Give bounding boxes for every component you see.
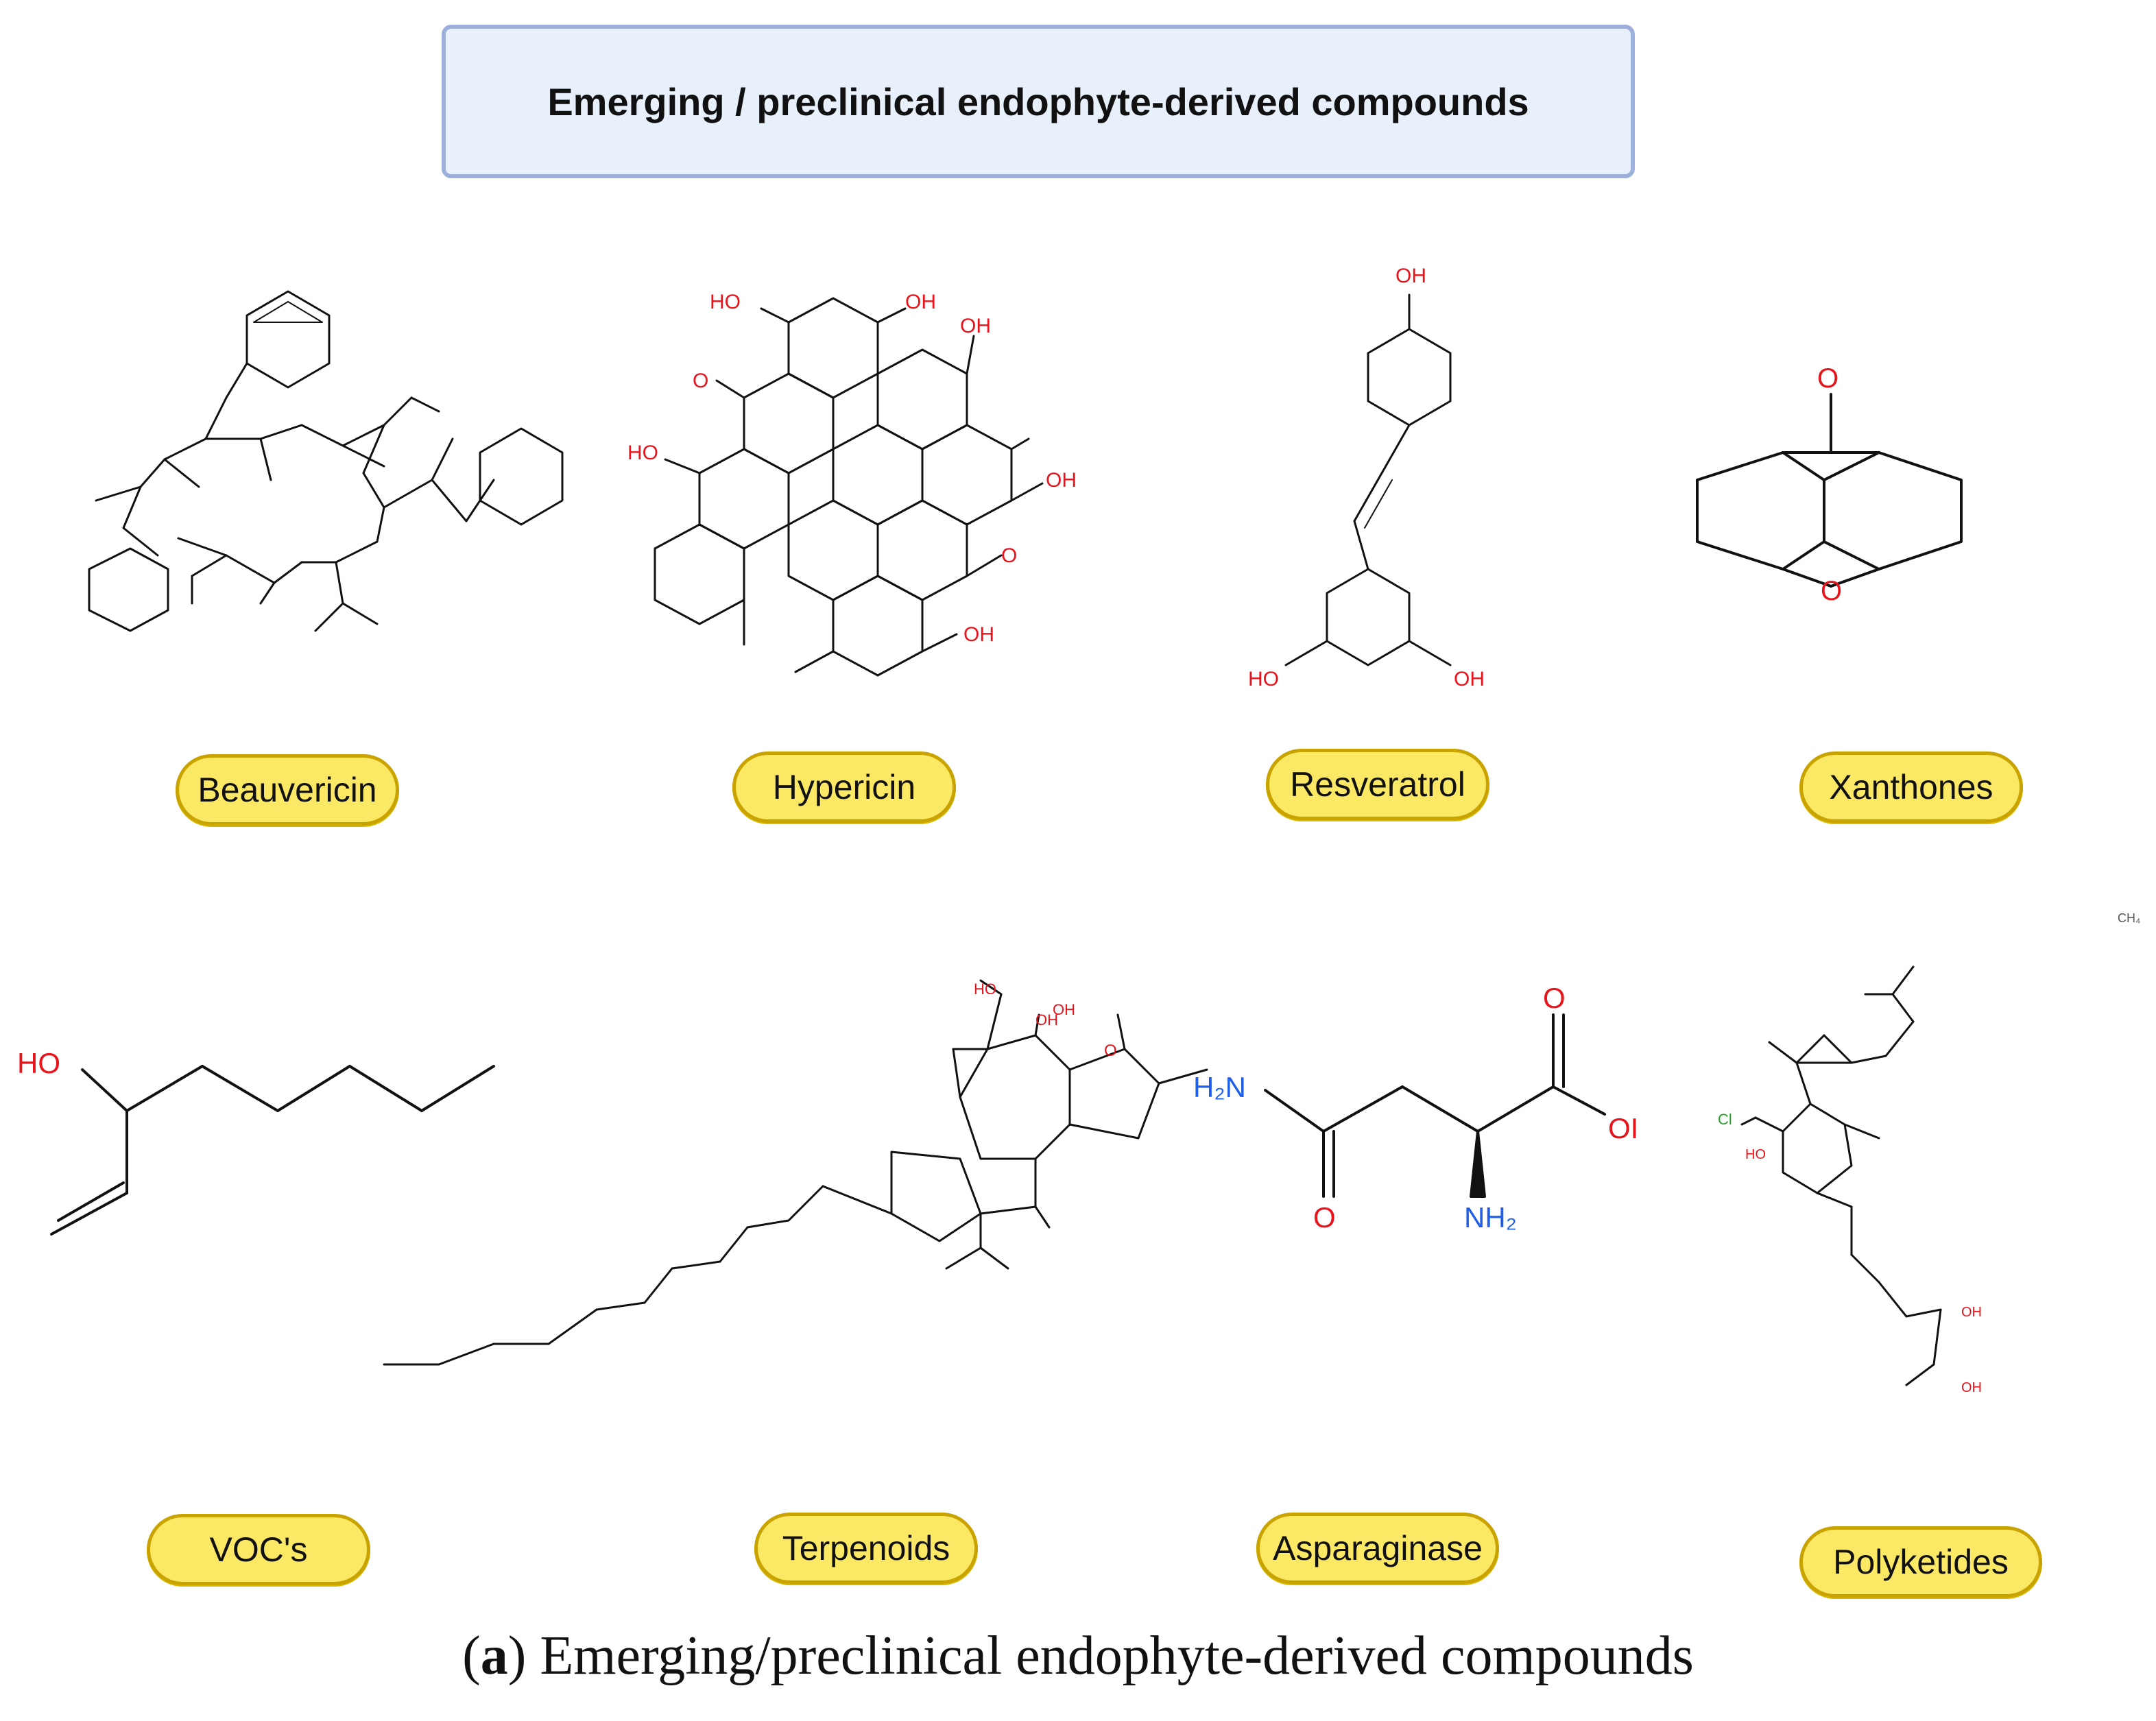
atom-label: OH [1046,469,1077,492]
compound-label-resveratrol: Resveratrol [1266,749,1489,820]
atom-label: HO [1248,668,1279,690]
atom-label: CH₄ [2118,911,2140,925]
atom-label: OH [1961,1305,1982,1320]
atom-label: HO [17,1047,60,1079]
caption-panel: a [480,1626,508,1686]
atom-label: HO [1745,1147,1766,1162]
compound-label-asparaginase: Asparaginase [1256,1513,1499,1584]
figure-title: Emerging / preclinical endophyte-derived… [442,25,1635,178]
hypericin-structure [654,297,1044,677]
compound-label-beauvericin: Beauvericin [176,754,399,826]
atom-label: Cl [1718,1111,1732,1128]
atom-label: O [1817,363,1838,394]
resveratrol-structure [1284,293,1452,666]
atom-label: HO [974,980,996,998]
polyketide-structure [1740,965,1942,1386]
caption-text: Emerging/preclinical endophyte-derived c… [540,1626,1694,1686]
compound-label-hypericin: Hypericin [732,751,956,823]
compound-label-xanthones: Xanthones [1799,751,2023,823]
xanthone-structure [1696,393,1963,588]
atom-label: OI [1608,1112,1638,1144]
atom-label: OH [905,291,936,313]
compound-label-terpenoids: Terpenoids [754,1513,978,1584]
compound-label-vocs: VOC's [147,1514,370,1585]
compound-label-polyketides: Polyketides [1799,1526,2042,1598]
atom-label: OH [1396,265,1426,287]
atom-label: O [1821,576,1842,606]
atom-label: HO [710,291,741,313]
atom-label: OH [1035,1011,1058,1028]
terpenoid-structure [383,979,1208,1366]
atom-label: O [1543,982,1566,1014]
atom-label: HO [627,442,658,464]
atom-label: OH [1053,1001,1075,1018]
voc-structure [50,1065,495,1236]
caption-open: ( [462,1626,481,1686]
figure-caption: (a) Emerging/preclinical endophyte-deriv… [0,1625,2156,1687]
atom-label: O [1313,1201,1336,1233]
caption-close: ) [507,1626,527,1686]
beauvericin-structure [88,290,564,632]
atom-label: OH [960,315,991,337]
atom-label: O [1104,1042,1117,1060]
atom-label: NH₂ [1464,1201,1517,1233]
atom-label: O [1001,544,1017,567]
atom-label: H₂N [1193,1071,1246,1103]
atom-label: OH [963,623,994,646]
atom-label: OH [1961,1380,1982,1395]
atom-label: O [693,370,708,392]
asparagine-structure [1264,1013,1606,1198]
atom-label: OH [1454,668,1485,690]
